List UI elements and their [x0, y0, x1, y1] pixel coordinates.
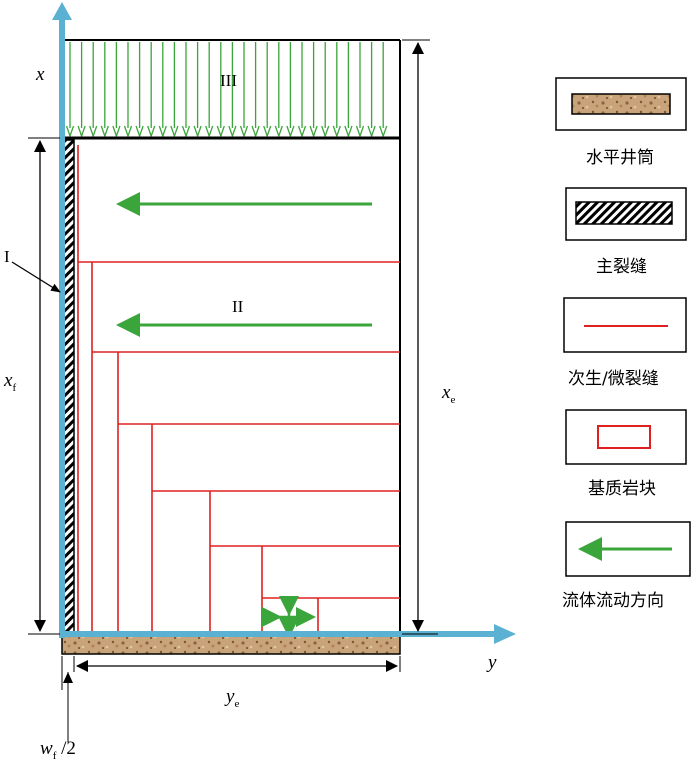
inflow-arrow-head — [112, 125, 121, 138]
legend-label-matrix-block: 基质岩块 — [588, 479, 656, 499]
inflow-arrow-head — [263, 125, 272, 138]
inflow-arrow-head — [123, 125, 133, 138]
y-axis-arrowhead — [494, 624, 516, 644]
inflow-arrow-head — [100, 125, 109, 138]
inflow-arrow-head — [77, 125, 86, 138]
inflow-arrow-head — [216, 125, 225, 138]
inflow-arrow-head — [379, 125, 388, 138]
legend-box-wellbore — [555, 77, 687, 131]
inflow-arrow-head — [367, 125, 376, 138]
inflow-arrow-head — [251, 125, 260, 138]
legend-main-fracture-swatch — [575, 201, 673, 225]
legend-box-main-fracture — [565, 187, 687, 241]
legend-box-matrix-block — [565, 409, 687, 465]
legend-label-wellbore: 水平井筒 — [586, 148, 654, 168]
x-axis-arrowhead — [52, 2, 72, 20]
legend: 水平井筒 主裂缝 次生/微裂缝 基质岩块 流体流动方向 — [555, 77, 691, 611]
region-II-outline — [61, 137, 401, 635]
x-axis-label: x — [35, 64, 45, 85]
inflow-arrow-head — [309, 125, 318, 138]
legend-label-main-fracture: 主裂缝 — [596, 257, 647, 277]
y-axis-label: y — [486, 652, 497, 673]
xe-label: xe — [441, 382, 455, 406]
inflow-arrow-head — [332, 125, 341, 138]
inflow-arrow-head — [135, 125, 144, 138]
region-I-label: I — [4, 247, 10, 266]
inflow-arrow-head — [158, 125, 167, 138]
legend-label-secondary-fracture: 次生/微裂缝 — [568, 369, 659, 389]
inflow-arrow-head — [344, 125, 353, 138]
inflow-arrow-head — [89, 125, 98, 138]
region-II-label: II — [232, 297, 244, 316]
legend-matrix-block-swatch — [597, 425, 651, 449]
inflow-arrow-head — [355, 125, 365, 138]
inflow-arrow-head — [228, 125, 237, 138]
inflow-arrow-head — [286, 125, 295, 138]
legend-label-flow-direction: 流体流动方向 — [562, 591, 664, 611]
legend-box-flow-direction — [565, 521, 691, 577]
inflow-arrow-head — [193, 125, 202, 138]
inflow-arrow-head — [147, 125, 156, 138]
ye-label: ye — [224, 686, 239, 710]
region-III-flow-arrows — [65, 42, 388, 138]
inflow-arrow-head — [274, 125, 283, 138]
inflow-arrow-head — [181, 125, 191, 138]
matrix-flow-cross-icon — [262, 596, 316, 638]
region-III-label: III — [220, 71, 237, 90]
secondary-fractures — [77, 145, 400, 634]
xf-label: xf — [3, 370, 16, 394]
inflow-arrow-head — [170, 125, 179, 138]
legend-wellbore-swatch — [571, 93, 671, 115]
inflow-arrow-head — [297, 125, 307, 138]
region-I-leader — [11, 261, 61, 293]
wf-label: wf /2 — [40, 738, 76, 761]
inflow-arrow-head — [205, 125, 214, 138]
inflow-arrow-head — [239, 125, 249, 138]
inflow-arrow-head — [65, 125, 75, 138]
inflow-arrow-head — [321, 125, 330, 138]
legend-box-secondary-fracture — [563, 297, 687, 353]
